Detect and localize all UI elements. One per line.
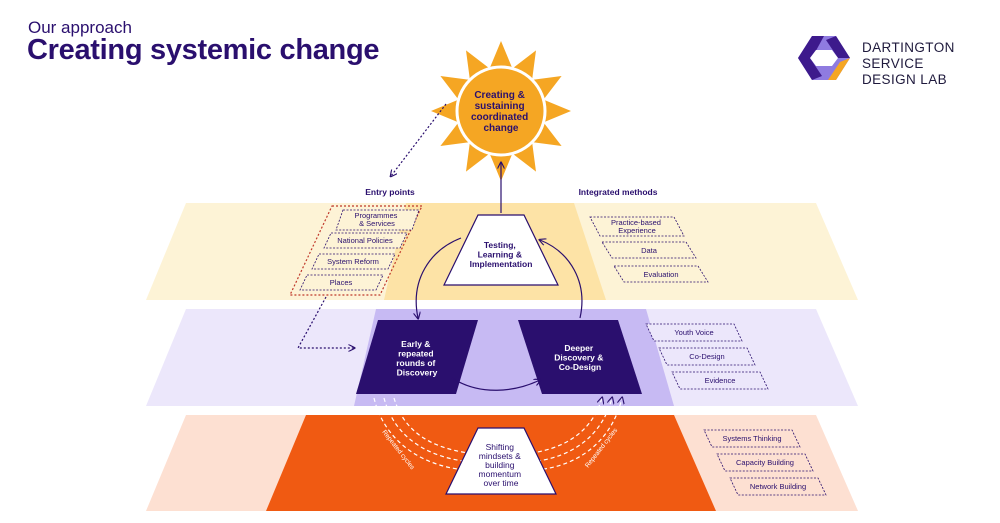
testing-stage-line: Implementation (470, 259, 533, 269)
repeated-cycles-right-arrows (523, 398, 622, 471)
shifting-mindsets-label: Shifting mindsets & building momentum ov… (479, 442, 524, 488)
method-co-design: Co-Design (658, 347, 756, 366)
sun-label: Creating & sustaining coordinated change (471, 90, 531, 134)
entry-point-label: Programmes (354, 211, 397, 220)
brand-name-line: DESIGN LAB (862, 72, 948, 87)
method-systems-thinking: Systems Thinking (703, 429, 801, 448)
early-discovery-label: Early & repeated rounds of Discovery (396, 339, 438, 378)
deeper-discovery-line: Discovery & (554, 353, 603, 363)
method-label: Data (641, 246, 658, 255)
testing-stage-label: Testing, Learning & Implementation (470, 240, 533, 269)
entry-point-places: Places (299, 274, 384, 291)
method-label: Network Building (750, 482, 806, 491)
method-label: Evaluation (643, 270, 678, 279)
entry-points-heading: Entry points (365, 187, 415, 197)
method-label: Capacity Building (736, 458, 794, 467)
sun-label-line: coordinated (471, 112, 528, 123)
brand-name-line: DARTINGTON (862, 40, 955, 55)
method-practice-based-experience: Practice-based Experience (589, 216, 685, 237)
sun-label-line: Creating & (474, 90, 525, 101)
integrated-methods-heading: Integrated methods (579, 187, 658, 197)
svg-text:Practice-based Experienc: Practice-based Experience (611, 218, 663, 235)
method-label: Evidence (705, 376, 736, 385)
sun-to-entry-arrow (391, 103, 447, 176)
method-label: Experience (618, 226, 656, 235)
early-discovery-line: Discovery (397, 368, 438, 378)
method-label: Co-Design (689, 352, 724, 361)
deeper-discovery-line: Deeper (564, 343, 594, 353)
entry-points-panel (289, 205, 423, 296)
testing-to-early-arrow (416, 237, 462, 318)
entry-point-programmes: Programmes & Services (335, 209, 420, 231)
page-title: Creating systemic change (27, 34, 380, 66)
testing-stage-line: Learning & (478, 250, 522, 260)
method-youth-voice: Youth Voice (645, 323, 743, 342)
entry-point-system-reform: System Reform (311, 253, 396, 270)
svg-text:Programmes & Services: Programmes & Services (354, 211, 399, 228)
early-discovery-line: repeated (398, 349, 433, 359)
early-discovery-line: Early & (401, 339, 430, 349)
shifting-mindsets-line: over time (484, 478, 519, 488)
testing-stage-line: Testing, (484, 240, 516, 250)
method-network-building: Network Building (729, 477, 827, 496)
method-label: Systems Thinking (722, 434, 781, 443)
method-label: Youth Voice (674, 328, 713, 337)
method-data: Data (601, 241, 697, 259)
method-label: Practice-based (611, 218, 661, 227)
shifting-mindsets-line: building (485, 460, 515, 470)
deeper-discovery-label: Deeper Discovery & Co-Design (554, 343, 606, 372)
entry-point-label: National Policies (337, 236, 393, 245)
early-discovery-stage (356, 320, 478, 394)
early-discovery-line: rounds of (396, 358, 435, 368)
method-capacity-building: Capacity Building (716, 453, 814, 472)
deeper-discovery-stage (518, 320, 642, 394)
early-to-deeper-arrow (451, 377, 540, 391)
entry-point-label: Places (330, 278, 353, 287)
shifting-mindsets-line: Shifting (486, 442, 515, 452)
sun-label-line: change (483, 123, 518, 134)
sun-label-line: sustaining (475, 101, 525, 112)
entry-point-label: & Services (359, 219, 395, 228)
method-evaluation: Evaluation (613, 265, 709, 283)
entry-point-national-policies: National Policies (323, 232, 408, 249)
page-subtitle: Our approach (28, 18, 132, 37)
deeper-to-testing-arrow (540, 240, 583, 319)
shifting-mindsets-stage (445, 427, 557, 495)
entry-point-label: System Reform (327, 257, 379, 266)
repeated-cycles-left-arrows (373, 397, 478, 470)
shifting-mindsets-line: momentum (479, 469, 522, 479)
brand-name-line: SERVICE (862, 56, 924, 71)
testing-stage (443, 214, 559, 286)
sun-icon (431, 41, 571, 181)
dartington-logo-icon (798, 36, 850, 80)
method-evidence: Evidence (671, 371, 769, 390)
brand-name: DARTINGTON SERVICE DESIGN LAB (862, 40, 955, 88)
deeper-discovery-line: Co-Design (559, 362, 602, 372)
shifting-mindsets-line: mindsets & (479, 451, 521, 461)
